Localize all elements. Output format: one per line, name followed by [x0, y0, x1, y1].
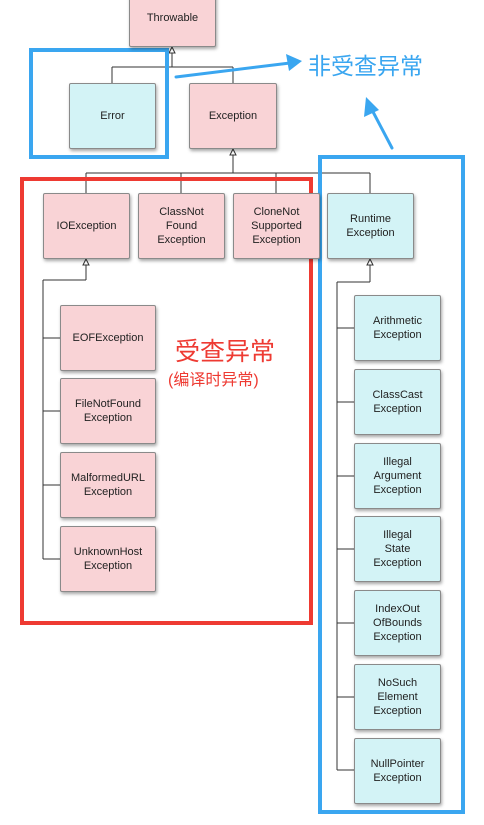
nosuchelement-node: NoSuch Element Exception: [354, 664, 441, 730]
arithmetic-node: Arithmetic Exception: [354, 295, 441, 361]
classcast-node: ClassCast Exception: [354, 369, 441, 435]
illegalargument-node: Illegal Argument Exception: [354, 443, 441, 509]
exception-node: Exception: [189, 83, 277, 149]
throwable-node: Throwable: [129, 0, 216, 47]
classnotfound-node: ClassNot Found Exception: [138, 193, 225, 259]
filenotfound-node: FileNotFound Exception: [60, 378, 156, 444]
unknownhost-node: UnknownHost Exception: [60, 526, 156, 592]
unchecked-runtime-frame: [318, 155, 465, 814]
checked-exception-frame: [20, 177, 313, 625]
ioexception-node: IOException: [43, 193, 130, 259]
malformedurl-node: MalformedURL Exception: [60, 452, 156, 518]
checked-exception-sublabel: (编译时异常): [168, 372, 259, 389]
illegalstate-node: Illegal State Exception: [354, 516, 441, 582]
checked-exception-label: 受查异常: [175, 338, 276, 366]
indexoutofbounds-node: IndexOut OfBounds Exception: [354, 590, 441, 656]
unchecked-error-frame: [29, 48, 169, 159]
unchecked-exception-label: 非受查异常: [308, 53, 423, 79]
error-node: Error: [69, 83, 156, 149]
runtimeexception-node: Runtime Exception: [327, 193, 414, 259]
clonenotsupported-node: CloneNot Supported Exception: [233, 193, 320, 259]
nullpointer-node: NullPointer Exception: [354, 738, 441, 804]
eofexception-node: EOFException: [60, 305, 156, 371]
